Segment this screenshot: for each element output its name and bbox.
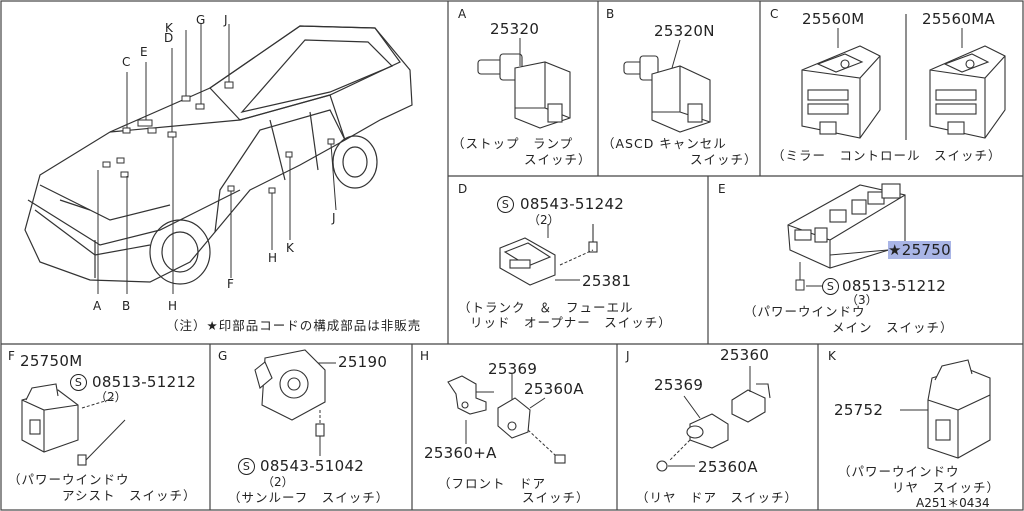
panel-e-part-text: ★25750 bbox=[888, 241, 951, 259]
panel-f-qty: （2） bbox=[95, 390, 127, 404]
panel-b-part: 25320N bbox=[654, 22, 715, 40]
panel-d-letter: D bbox=[458, 182, 468, 196]
callout-b: B bbox=[122, 299, 131, 313]
car-illustration bbox=[24, 25, 413, 285]
panel-f-part: 25750M bbox=[20, 352, 83, 370]
panel-f-label1: （パワーウインドウ bbox=[8, 472, 130, 487]
panel-e-part: ★25750 bbox=[888, 241, 951, 259]
rear-door-switch-drawing bbox=[656, 383, 771, 472]
panel-j-part2: 25369 bbox=[654, 376, 704, 394]
panel-b-letter: B bbox=[606, 7, 615, 21]
panel-f-screw: 08513-51212 bbox=[92, 373, 197, 391]
panel-a-label1: （ストップ ランプ bbox=[452, 136, 574, 151]
callout-f: F bbox=[227, 277, 234, 291]
panel-h-part2: 25360A bbox=[524, 380, 584, 398]
mirror-control-switch-drawing bbox=[801, 45, 1006, 139]
panel-e-screw: 08513-51212 bbox=[842, 277, 947, 295]
panel-h-letter: H bbox=[420, 349, 430, 363]
screw-circle-icon: S bbox=[238, 458, 255, 475]
trunk-fuel-lid-opener-switch-drawing bbox=[499, 224, 598, 286]
car-switch-markers bbox=[102, 81, 335, 194]
panel-f-letter: F bbox=[8, 349, 15, 363]
screw-circle-icon: S bbox=[70, 374, 87, 391]
ascd-cancel-switch-drawing bbox=[623, 55, 711, 133]
screw-circle-icon: S bbox=[497, 196, 514, 213]
panel-h-label2: スイッチ） bbox=[522, 490, 590, 505]
panel-d-screw-symbol: S bbox=[497, 196, 514, 213]
callout-j-rear: J bbox=[332, 211, 336, 225]
panel-c-part1: 25560M bbox=[802, 10, 865, 28]
sunroof-switch-drawing bbox=[254, 349, 326, 437]
panel-a-letter: A bbox=[458, 7, 467, 21]
panel-e-letter: E bbox=[718, 182, 726, 196]
power-window-rear-switch-drawing bbox=[927, 359, 991, 459]
panel-e-screw-symbol: S bbox=[822, 278, 839, 295]
callout-k-door: K bbox=[286, 241, 294, 255]
panel-g-screw-symbol: S bbox=[238, 458, 255, 475]
panel-c-letter: C bbox=[770, 7, 779, 21]
screw-icon bbox=[795, 279, 805, 291]
panel-d-label1: （トランク ＆ フューエル bbox=[458, 300, 634, 315]
panel-g-qty: （2） bbox=[262, 475, 294, 489]
panel-k-letter: K bbox=[828, 349, 836, 363]
callout-c: C bbox=[122, 55, 131, 69]
panel-k-label2: リヤ スイッチ） bbox=[892, 480, 1001, 495]
power-window-assist-switch-drawing bbox=[21, 383, 87, 466]
panel-h-part3: 25360+A bbox=[424, 444, 497, 462]
stop-lamp-switch-drawing bbox=[477, 53, 571, 129]
callout-g: G bbox=[196, 13, 206, 27]
panel-k-part: 25752 bbox=[834, 401, 884, 419]
callout-a: A bbox=[93, 299, 102, 313]
screw-circle-icon: S bbox=[822, 278, 839, 295]
panel-c-label: （ミラー コントロール スイッチ） bbox=[772, 148, 1002, 163]
panel-j-label: （リヤ ドア スイッチ） bbox=[636, 490, 799, 505]
callout-h-right: H bbox=[268, 251, 278, 265]
panel-b-label1: （ASCD キャンセル bbox=[602, 136, 727, 151]
front-door-switch-drawing bbox=[447, 375, 566, 464]
panel-d-screw: 08543-51242 bbox=[520, 195, 625, 213]
panel-f-screw-symbol: S bbox=[70, 374, 87, 391]
callout-d: D bbox=[164, 31, 174, 45]
panel-g-label: （サンルーフ スイッチ） bbox=[228, 490, 390, 505]
panel-j-part1: 25360 bbox=[720, 346, 770, 364]
panel-d-label2: リッド オープナー スイッチ） bbox=[470, 315, 672, 330]
panel-a-label2: スイッチ） bbox=[524, 152, 592, 167]
panel-a-part: 25320 bbox=[490, 20, 540, 38]
panel-h-part1: 25369 bbox=[488, 360, 538, 378]
panel-j-letter: J bbox=[626, 349, 630, 363]
callout-e: E bbox=[140, 45, 148, 59]
panel-b-label2: スイッチ） bbox=[690, 152, 758, 167]
power-window-main-switch-drawing bbox=[787, 183, 906, 269]
panel-g-letter: G bbox=[218, 349, 228, 363]
panel-e-label2: メイン スイッチ） bbox=[832, 320, 954, 335]
car-leader-lines bbox=[97, 24, 337, 294]
panel-j-part3: 25360A bbox=[698, 458, 758, 476]
panel-e-qty: （3） bbox=[846, 293, 878, 307]
note-text: （注）★印部品コードの構成部品は非販売 bbox=[166, 318, 422, 333]
panel-g-screw: 08543-51042 bbox=[260, 457, 365, 475]
callout-j-top: J bbox=[224, 13, 228, 27]
panel-f-label2: アシスト スイッチ） bbox=[62, 488, 197, 503]
callout-h-left: H bbox=[168, 299, 178, 313]
panel-d-qty: （2） bbox=[528, 213, 560, 227]
panel-c-part2: 25560MA bbox=[922, 10, 996, 28]
diagram-code: A251＊0434 bbox=[916, 496, 990, 510]
panel-e-label1: （パワーウインドウ bbox=[744, 304, 866, 319]
panel-d-part: 25381 bbox=[582, 272, 632, 290]
panel-g-part: 25190 bbox=[338, 353, 388, 371]
callout-k: K bbox=[165, 21, 173, 35]
panel-k-label1: （パワーウインドウ bbox=[838, 464, 960, 479]
panel-h-label1: （フロント ドア bbox=[438, 476, 547, 491]
